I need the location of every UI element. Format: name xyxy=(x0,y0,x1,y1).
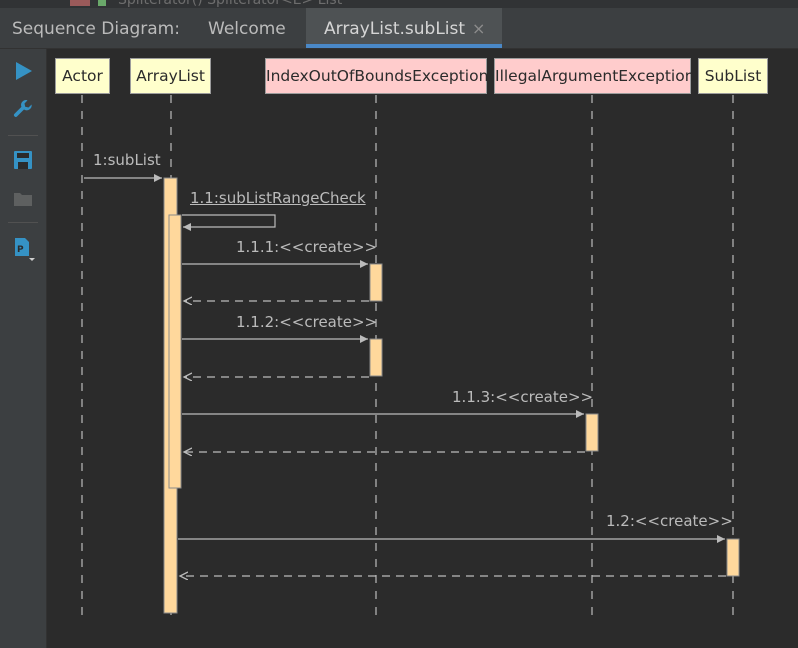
lifeline-arraylist[interactable]: ArrayList xyxy=(130,58,211,94)
message-label-sublistrangecheck[interactable]: 1.1:subListRangeCheck xyxy=(190,189,366,207)
close-icon[interactable]: × xyxy=(472,19,486,38)
method-icon xyxy=(98,0,106,6)
lifeline-sublist[interactable]: SubList xyxy=(698,58,768,94)
message-label-create-sublist[interactable]: 1.2:<<create>> xyxy=(606,512,733,530)
play-icon[interactable] xyxy=(11,59,35,83)
message-label-sublist[interactable]: 1:subList xyxy=(93,151,161,169)
activation-bar-ioobe-1[interactable] xyxy=(369,263,383,302)
tab-bar: Sequence Diagram: Welcome ArrayList.subL… xyxy=(0,8,798,49)
lifeline-indexoutofboundsexception[interactable]: IndexOutOfBoundsException xyxy=(265,58,488,94)
activation-bar-ioobe-2[interactable] xyxy=(369,338,383,377)
activation-bar-sublist[interactable] xyxy=(726,538,740,577)
svg-text:P: P xyxy=(17,245,24,255)
tab-arraylist-sublist[interactable]: ArrayList.subList × xyxy=(306,8,502,48)
export-icon[interactable]: P xyxy=(11,235,35,261)
message-label-create-1[interactable]: 1.1.1:<<create>> xyxy=(236,238,378,256)
message-label-create-3[interactable]: 1.1.3:<<create>> xyxy=(452,388,594,406)
save-icon[interactable] xyxy=(11,148,35,172)
tab-welcome[interactable]: Welcome xyxy=(208,19,286,39)
background-editor-strip: Spliterator() Spliterator<E> List xyxy=(0,0,798,8)
tool-window-title: Sequence Diagram: xyxy=(12,19,180,39)
message-arrow-sublistrangecheck[interactable] xyxy=(182,214,276,231)
activation-bar-sublistrangecheck[interactable] xyxy=(168,214,182,489)
folder-icon[interactable] xyxy=(11,187,35,211)
lifeline-illegalargumentexception[interactable]: IllegalArgumentException xyxy=(494,58,695,94)
background-code-text: Spliterator() Spliterator<E> List xyxy=(118,0,343,8)
class-icon xyxy=(70,0,90,6)
tab-label: ArrayList.subList xyxy=(324,19,466,39)
diagram-toolbar: P xyxy=(0,49,47,648)
toolbar-separator xyxy=(8,135,38,136)
wrench-icon[interactable] xyxy=(11,97,35,121)
lifeline-actor[interactable]: Actor xyxy=(55,58,110,94)
message-label-create-2[interactable]: 1.1.2:<<create>> xyxy=(236,313,378,331)
activation-bar-iae[interactable] xyxy=(585,413,599,452)
toolbar-separator xyxy=(8,222,38,223)
